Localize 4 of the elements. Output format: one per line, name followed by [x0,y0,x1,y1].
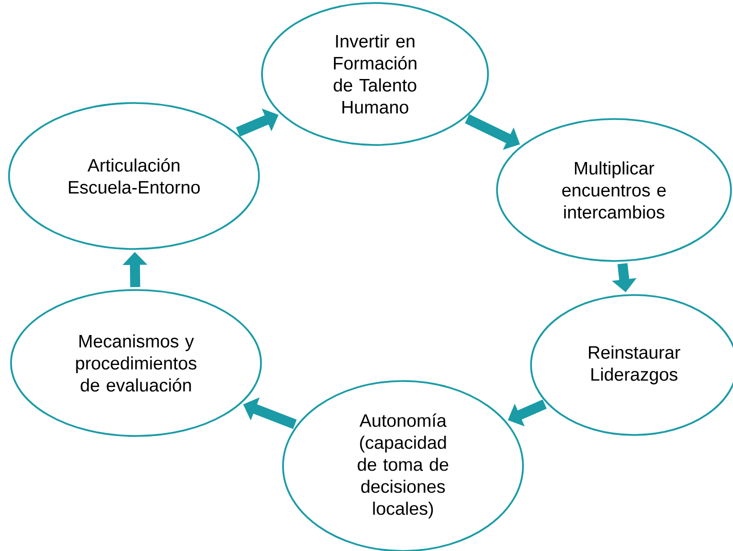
ellipse-node: Mecanismos y procedimientos de evaluación [10,289,262,437]
ellipse-node: Invertir en Formación de Talento Humano [261,2,489,146]
ellipse-node: Multiplicar encuentros e intercambios [496,118,732,262]
ellipse-node: Articulación Escuela-Entorno [8,102,260,250]
